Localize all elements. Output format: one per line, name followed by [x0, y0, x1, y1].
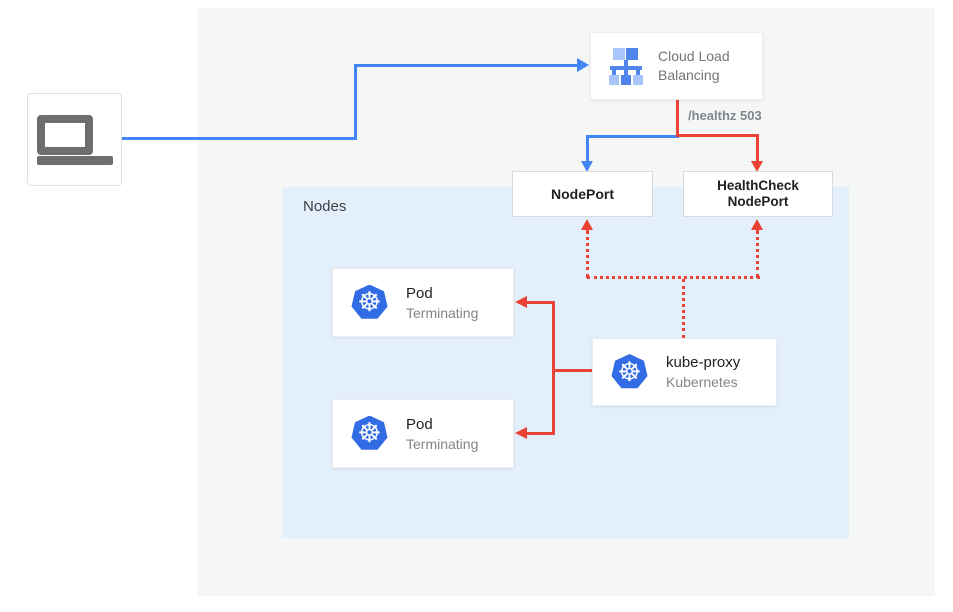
cloud-load-balancing-label: Cloud Load Balancing	[658, 48, 730, 83]
line-segment	[354, 65, 357, 140]
line-segment	[354, 64, 578, 67]
line-segment	[586, 135, 679, 138]
pod-node: Pod Terminating	[332, 268, 514, 337]
nodeport-label: NodePort	[551, 186, 614, 202]
pod-status: Terminating	[406, 435, 479, 452]
line-segment	[756, 134, 759, 162]
line-segment	[527, 432, 554, 435]
healthcheck-nodeport-label-line2: NodePort	[727, 194, 789, 209]
laptop-base	[36, 155, 113, 165]
healthz-status-label: /healthz 503	[688, 108, 762, 123]
kubernetes-icon	[351, 284, 388, 319]
dotted-line-segment	[586, 230, 589, 278]
laptop-screen	[36, 114, 93, 155]
cloud-load-balancing-node: Cloud Load Balancing	[590, 32, 763, 100]
line-segment	[676, 134, 759, 137]
nodes-group-label: Nodes	[303, 198, 347, 215]
nodeport-node: NodePort	[512, 171, 653, 217]
client-node	[27, 93, 122, 186]
arrowhead	[515, 296, 527, 308]
laptop-icon	[36, 114, 113, 165]
pod-node: Pod Terminating	[332, 399, 514, 468]
dotted-line-segment	[682, 279, 685, 338]
pod-title: Pod	[406, 415, 433, 433]
dotted-line-segment	[756, 230, 759, 278]
pod-title: Pod	[406, 284, 433, 302]
arrowhead	[581, 219, 593, 230]
cloud-load-balancing-icon	[609, 47, 643, 85]
kube-proxy-subtitle: Kubernetes	[666, 374, 738, 390]
kube-proxy-title: kube-proxy	[666, 354, 741, 371]
line-segment	[527, 301, 554, 304]
arrowhead	[581, 161, 593, 172]
kubernetes-icon	[351, 415, 388, 450]
kubernetes-icon	[611, 354, 648, 389]
dotted-line-segment	[587, 276, 760, 279]
arrowhead	[515, 427, 527, 439]
line-segment	[586, 135, 589, 162]
pod-status: Terminating	[406, 304, 479, 321]
line-segment	[552, 301, 555, 435]
line-segment	[122, 137, 356, 140]
kube-proxy-node: kube-proxy Kubernetes	[592, 338, 777, 406]
healthcheck-nodeport-label-line1: HealthCheck	[717, 178, 799, 193]
line-segment	[552, 369, 592, 372]
line-segment	[676, 100, 679, 136]
arrowhead	[751, 161, 763, 172]
healthcheck-nodeport-node: HealthCheck NodePort	[683, 171, 833, 217]
arrowhead	[751, 219, 763, 230]
arrowhead	[577, 58, 589, 72]
